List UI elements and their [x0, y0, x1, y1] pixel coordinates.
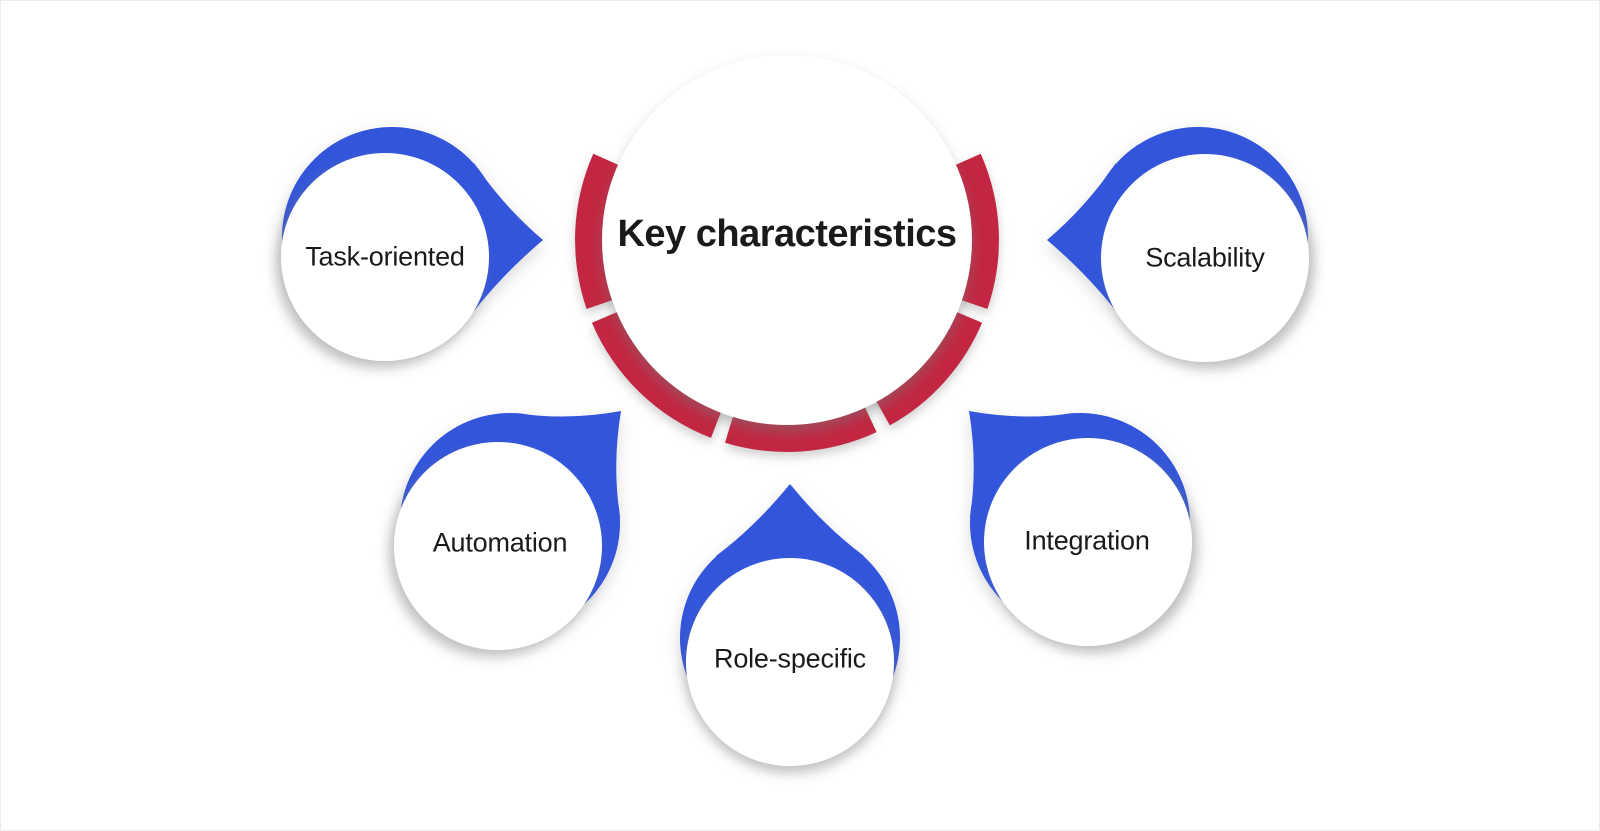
satellite-shape-automation: [394, 411, 621, 650]
label-scalability: Scalability: [1145, 242, 1265, 273]
central-title: Key characteristics: [617, 212, 957, 255]
label-task-oriented: Task-oriented: [305, 241, 465, 272]
satellite-circle: [394, 442, 602, 650]
ring-segment: [869, 306, 983, 426]
satellite-shape-role-specific: [680, 484, 900, 766]
label-role-specific: Role-specific: [714, 643, 866, 674]
satellite-shape-task-oriented: [281, 127, 543, 361]
satellite-circle: [686, 558, 894, 766]
satellite-circle: [281, 153, 489, 361]
satellite-circle: [1101, 154, 1309, 362]
satellite-circle: [984, 438, 1192, 646]
satellite-shape-integration: [969, 411, 1192, 646]
central-circle: [602, 55, 972, 425]
satellite-shape-scalability: [1047, 127, 1309, 362]
label-integration: Integration: [1024, 525, 1150, 556]
label-automation: Automation: [432, 527, 568, 558]
